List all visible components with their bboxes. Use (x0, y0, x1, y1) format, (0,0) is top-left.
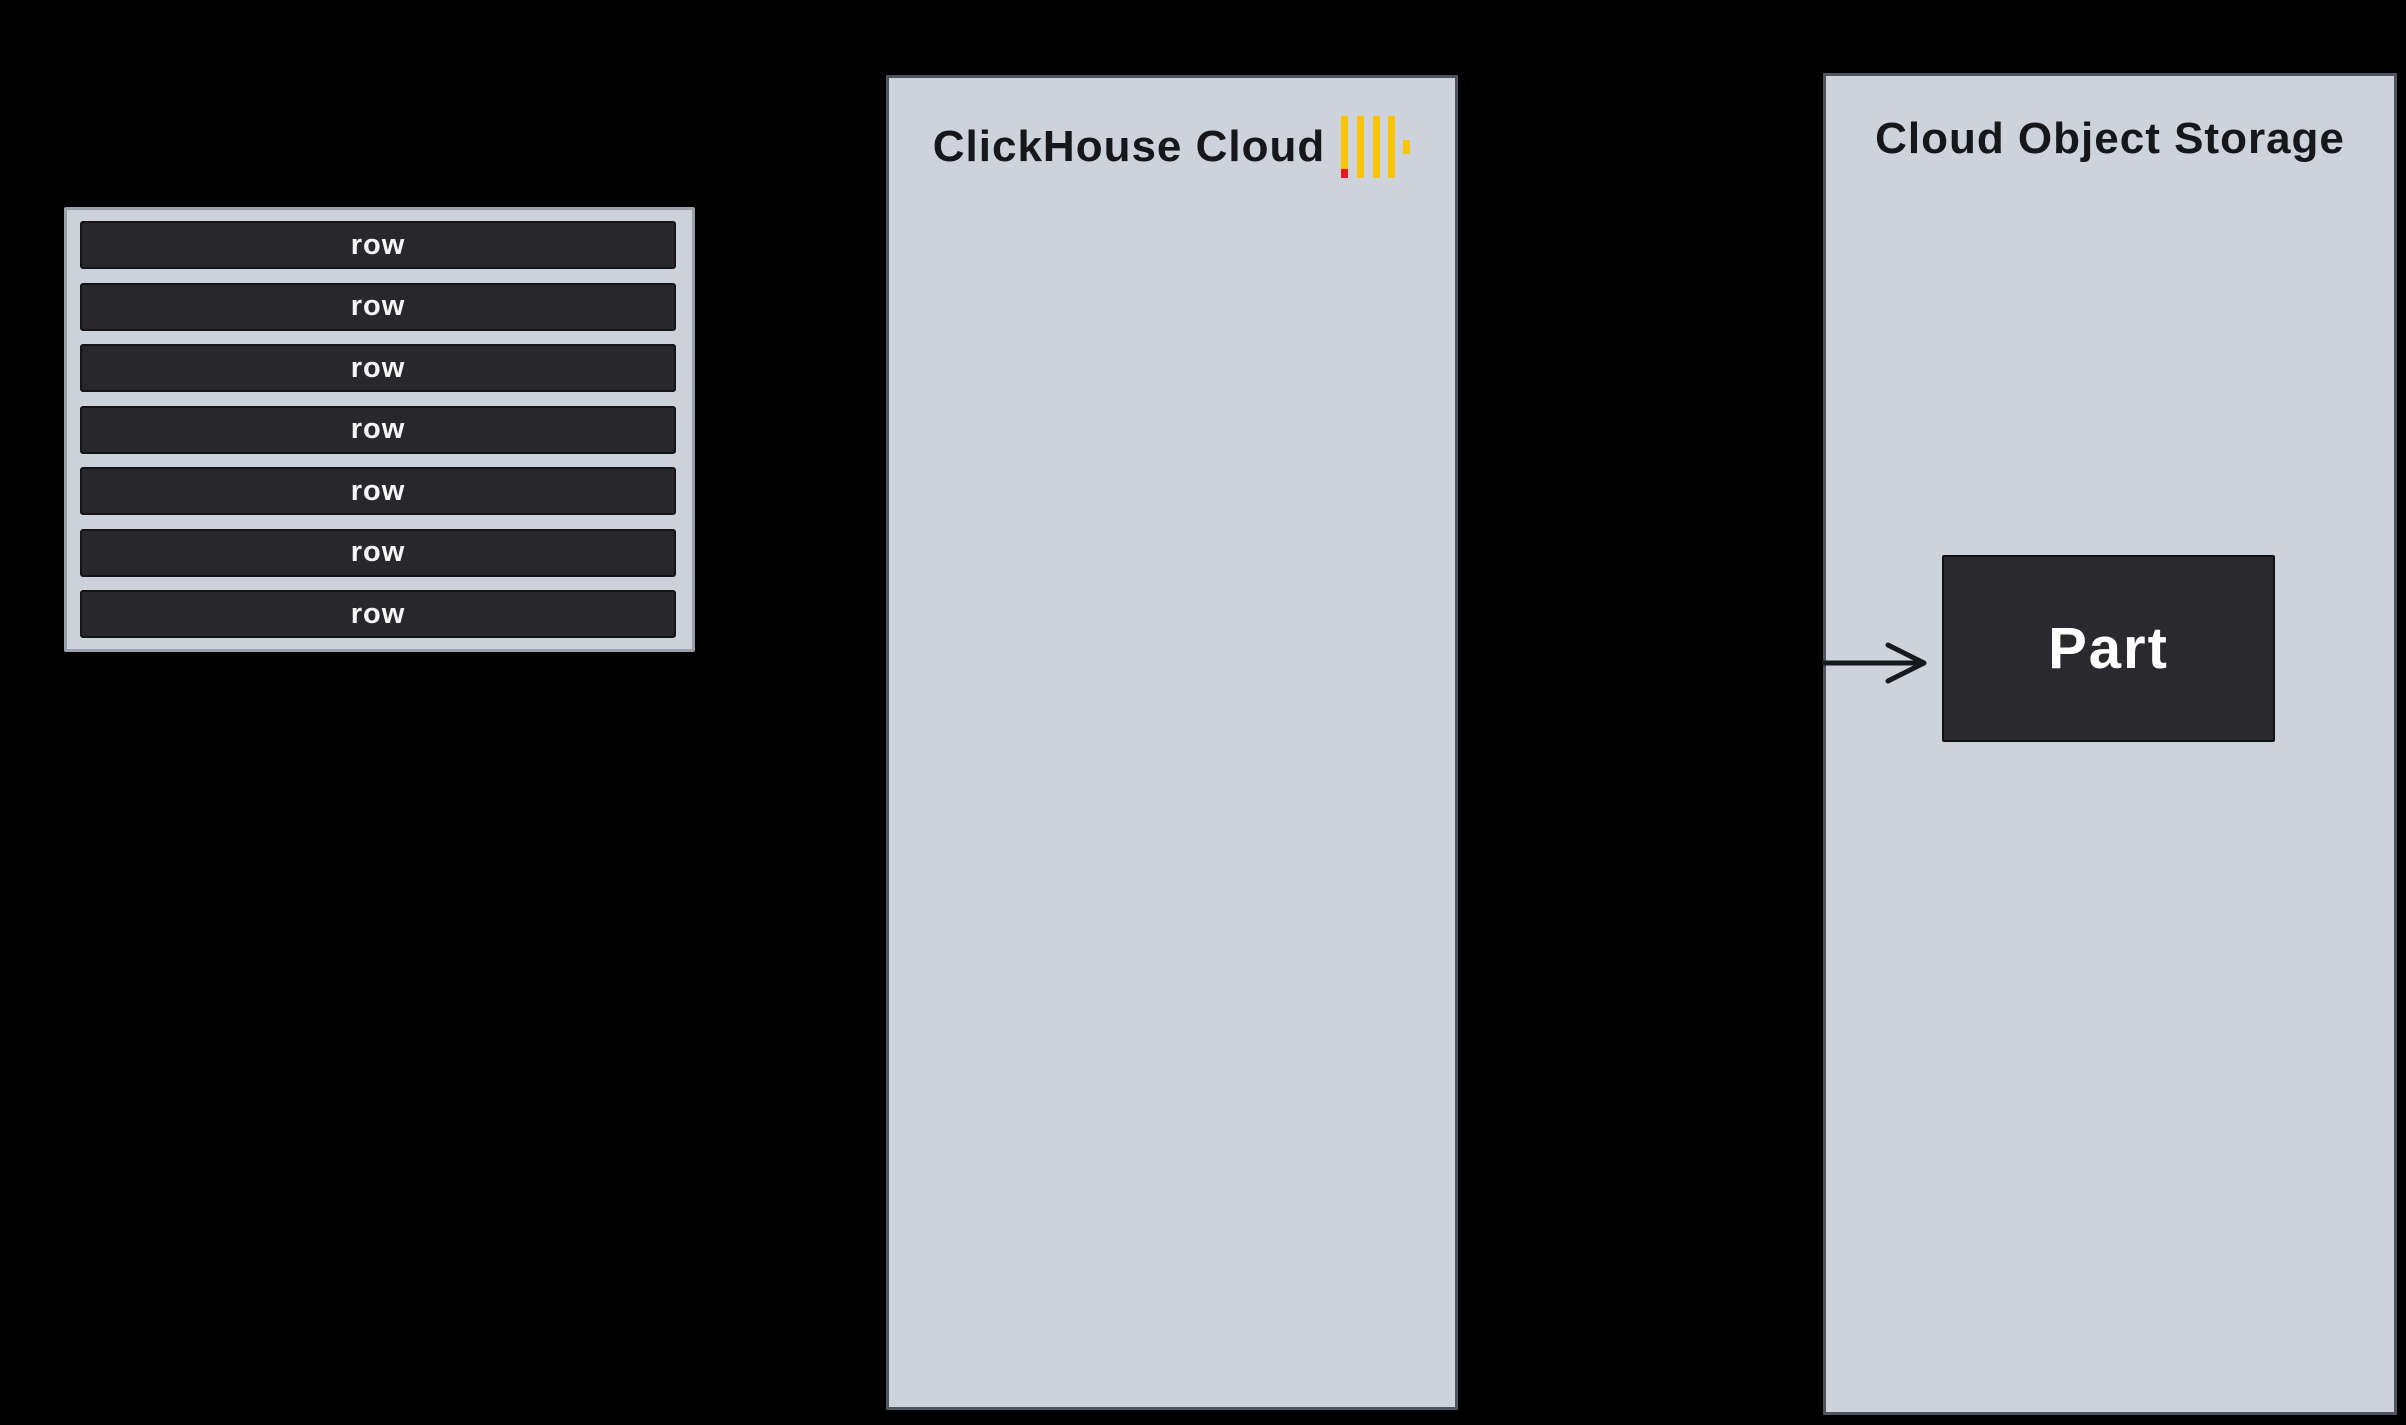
row-item: row (80, 467, 676, 515)
row-item: row (80, 282, 676, 331)
row-item: row (80, 528, 676, 577)
logo-red-accent (1341, 169, 1349, 178)
logo-bar (1388, 116, 1396, 178)
clickhouse-panel-header: ClickHouse Cloud (889, 116, 1455, 178)
row-label: row (350, 474, 406, 507)
row-label: row (350, 351, 406, 384)
row-item: row (80, 590, 676, 638)
clickhouse-cloud-panel: ClickHouse Cloud (886, 75, 1458, 1410)
clickhouse-panel-title: ClickHouse Cloud (932, 122, 1326, 171)
logo-bar (1357, 116, 1365, 178)
clickhouse-logo-icon (1341, 116, 1411, 178)
row-label: row (350, 536, 406, 568)
row-label: row (350, 597, 406, 630)
arrow-icon (1822, 642, 1927, 684)
storage-panel-header: Cloud Object Storage (1826, 114, 2394, 164)
cloud-object-storage-panel: Cloud Object Storage Part (1822, 73, 2397, 1415)
row-label: row (350, 228, 406, 261)
logo-dot (1403, 140, 1411, 154)
row-label: row (350, 290, 406, 322)
row-label: row (350, 413, 406, 445)
logo-bar (1373, 116, 1381, 178)
part-box: Part (1942, 555, 2275, 742)
storage-panel-title: Cloud Object Storage (1875, 114, 2345, 163)
part-label: Part (2048, 616, 2169, 681)
rows-table: row row row row row row row (64, 207, 695, 652)
row-item: row (80, 344, 676, 392)
row-item: row (80, 221, 676, 269)
logo-bar (1341, 116, 1349, 178)
row-item: row (80, 405, 676, 454)
